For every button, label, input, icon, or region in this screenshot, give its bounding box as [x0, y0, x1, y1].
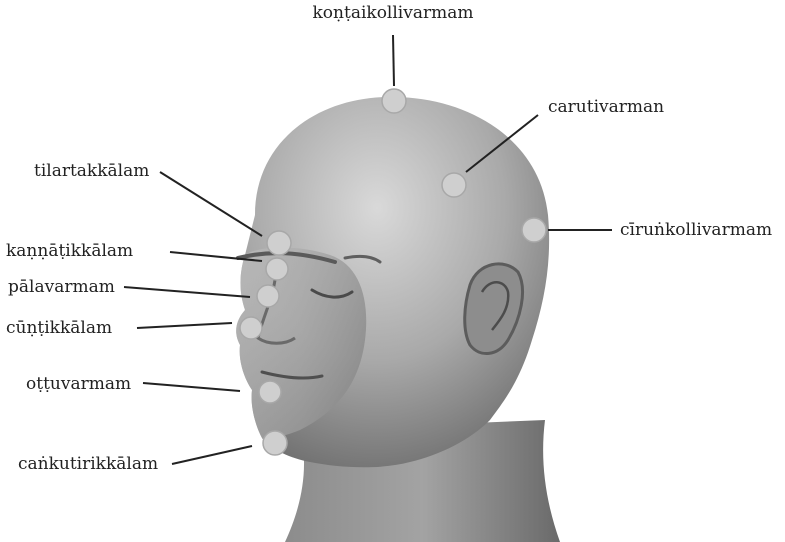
point-carutivarman	[442, 173, 466, 197]
label-tilartakkalam: tilartakkālam	[34, 161, 149, 181]
leader-cankutirikkalam	[172, 446, 252, 464]
point-ottuvarmam	[259, 381, 281, 403]
label-cankutirikkalam: caṅkutirikkālam	[18, 454, 158, 474]
leader-cuntikkalam	[137, 323, 232, 328]
point-tilartakkalam	[267, 231, 291, 255]
leader-kontaikollivarmam	[393, 35, 394, 86]
point-kannatikkalam	[266, 258, 288, 280]
label-kontaikollivarmam: koṇṭaikollivarmam	[313, 3, 474, 23]
point-ciirunkollivarmam	[522, 218, 546, 242]
label-cuntikkalam: cūṇṭikkālam	[6, 318, 112, 338]
head-illustration	[236, 97, 560, 542]
point-cuntikkalam	[240, 317, 262, 339]
leader-ottuvarmam	[143, 383, 240, 391]
label-ottuvarmam: oṭṭuvarmam	[26, 374, 131, 394]
point-cankutirikkalam	[263, 431, 287, 455]
label-palavarmam: pālavarmam	[8, 277, 115, 297]
leader-tilartakkalam	[160, 172, 262, 236]
point-kontaikollivarmam	[382, 89, 406, 113]
label-kannatikkalam: kaṇṇāṭikkālam	[6, 241, 133, 261]
label-carutivarman: carutivarman	[548, 97, 664, 117]
leader-palavarmam	[124, 287, 250, 297]
point-palavarmam	[257, 285, 279, 307]
label-ciirunkollivarmam: cīruṅkollivarmam	[620, 220, 772, 240]
